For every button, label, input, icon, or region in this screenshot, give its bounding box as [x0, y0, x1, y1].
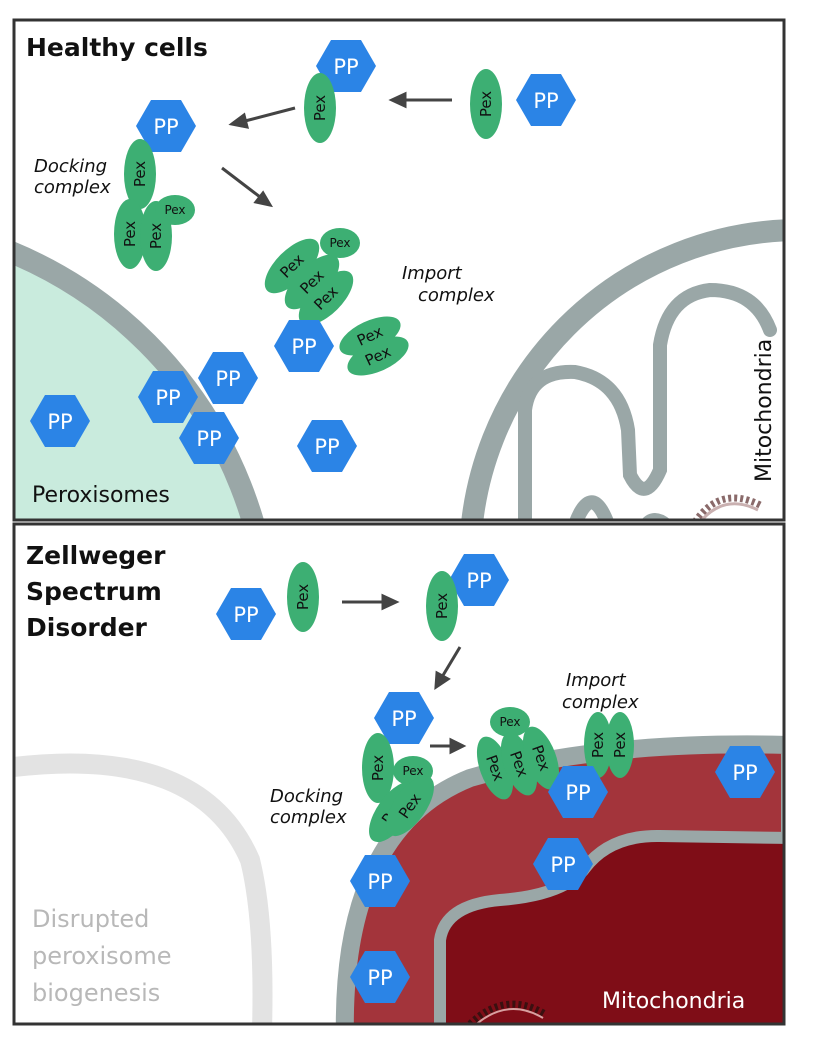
healthy-import-complex: Pex Pex — [339, 316, 409, 376]
zellweger-title: Zellweger Spectrum Disorder — [26, 541, 174, 642]
pex-protein: Pex — [362, 733, 394, 803]
pex-protein-small: Pex — [320, 228, 360, 258]
pex-protein: Pex — [124, 139, 156, 209]
pp-protein: PP — [350, 951, 410, 1003]
healthy-docking-label: Docking complex — [34, 156, 113, 198]
pp-protein: PP — [516, 74, 576, 126]
svg-text:Pex: Pex — [294, 584, 312, 610]
zellweger-docking-complex: PP Pex Pex Pex Pex — [362, 692, 434, 843]
pp-protein: PP — [136, 100, 196, 152]
pex-protein: Pex — [347, 336, 409, 376]
svg-text:PP: PP — [291, 335, 316, 359]
svg-text:PP: PP — [565, 781, 590, 805]
svg-text:PP: PP — [732, 761, 757, 785]
zellweger-docking-label: Docking complex — [270, 786, 349, 828]
pex-protein: Pex — [114, 199, 146, 269]
svg-text:Pex: Pex — [131, 161, 149, 187]
svg-text:PP: PP — [155, 386, 180, 410]
pp-protein: PP — [316, 40, 376, 92]
zellweger-import-label: Import complex — [562, 670, 639, 713]
svg-text:PP: PP — [550, 853, 575, 877]
pp-protein: PP — [138, 371, 198, 423]
svg-text:PP: PP — [196, 427, 221, 451]
mitochondrial-dna-icon — [692, 494, 762, 520]
pp-protein: PP — [198, 352, 258, 404]
pex-protein: Pex — [386, 775, 434, 837]
svg-text:Pex: Pex — [164, 203, 185, 217]
healthy-import-label: Import complex — [402, 263, 495, 306]
zellweger-mitochondrial-dna-icon — [467, 1000, 547, 1024]
disrupted-peroxisome-membrane — [14, 753, 273, 1024]
svg-text:Pex: Pex — [147, 223, 165, 249]
svg-text:PP: PP — [533, 89, 558, 113]
pp-protein: PP — [350, 855, 410, 907]
pex-protein: Pex — [584, 712, 612, 778]
svg-text:Pex: Pex — [477, 91, 495, 117]
pp-protein: PP — [715, 746, 775, 798]
disrupted-biogenesis-label: Disrupted peroxisome biogenesis — [32, 905, 179, 1007]
healthy-panel-border — [12, 18, 786, 522]
pex-protein: Pex — [522, 726, 560, 790]
healthy-cells-panel: Healthy cells PP Pex PP Pex — [12, 18, 786, 522]
healthy-mitochondria-label: Mitochondria — [752, 339, 777, 482]
peroxisomes-label: Peroxisomes — [32, 483, 170, 508]
pp-protein: PP — [179, 412, 239, 464]
pex-protein: Pex — [304, 73, 336, 143]
svg-text:PP: PP — [233, 603, 258, 627]
healthy-docking-complex: PP Pex Pex Pex Pex — [114, 100, 196, 271]
zellweger-panel-border — [12, 522, 786, 1026]
zellweger-mitochondria-label: Mitochondria — [602, 989, 745, 1014]
zellweger-import-complex: Pex Pex — [584, 712, 634, 778]
healthy-import-cluster: Pex Pex Pex Pex PP — [264, 228, 360, 372]
pp-protein: PP — [274, 320, 334, 372]
pex-protein-small: Pex — [155, 195, 195, 225]
pex-protein: Pex — [470, 69, 502, 139]
pp-protein: PP — [216, 588, 276, 640]
zellweger-import-cluster: Pex Pex Pex Pex — [476, 707, 560, 800]
svg-text:PP: PP — [215, 367, 240, 391]
pp-protein: PP — [374, 692, 434, 744]
pex-protein: Pex — [426, 571, 458, 641]
healthy-arrows — [221, 91, 452, 208]
svg-text:Pex: Pex — [369, 755, 387, 781]
healthy-title: Healthy cells — [26, 33, 208, 62]
svg-text:PP: PP — [391, 707, 416, 731]
svg-text:Pex: Pex — [329, 236, 350, 250]
svg-text:Pex: Pex — [311, 95, 329, 121]
pex-protein: Pex — [298, 270, 354, 326]
svg-text:Pex: Pex — [611, 732, 629, 758]
svg-text:Pex: Pex — [589, 732, 607, 758]
svg-text:PP: PP — [314, 435, 339, 459]
svg-text:PP: PP — [153, 115, 178, 139]
pp-protein: PP — [548, 766, 608, 818]
svg-text:PP: PP — [47, 410, 72, 434]
svg-text:PP: PP — [333, 55, 358, 79]
svg-text:PP: PP — [367, 966, 392, 990]
svg-text:Pex: Pex — [499, 715, 520, 729]
svg-text:Pex: Pex — [402, 764, 423, 778]
pp-protein: PP — [297, 420, 357, 472]
pp-protein: PP — [449, 554, 509, 606]
zellweger-panel: Zellweger Spectrum Disorder PP Pex PP — [12, 522, 786, 1026]
pex-protein: Pex — [287, 562, 319, 632]
svg-text:Pex: Pex — [433, 593, 451, 619]
pp-protein: PP — [533, 838, 593, 890]
pp-protein: PP — [30, 395, 90, 447]
svg-text:PP: PP — [466, 569, 491, 593]
svg-text:PP: PP — [367, 870, 392, 894]
zellweger-arrows — [342, 593, 467, 755]
pex-protein-small: Pex — [490, 707, 530, 737]
svg-text:Pex: Pex — [121, 221, 139, 247]
pex-protein: Pex — [606, 712, 634, 778]
